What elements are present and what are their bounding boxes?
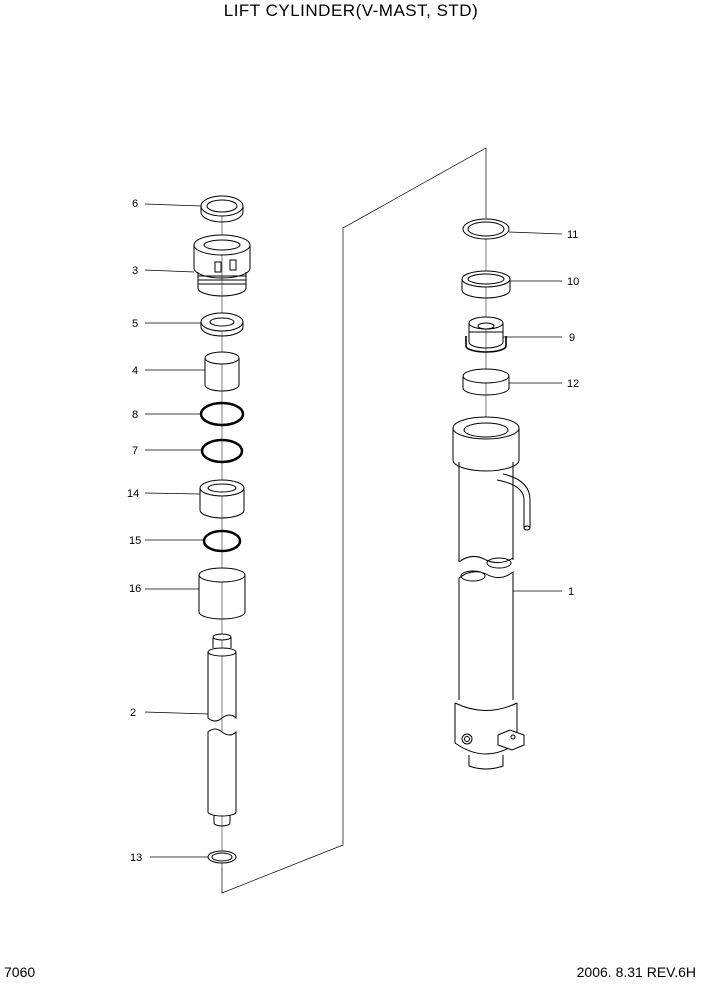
callout-2: 2 — [130, 707, 136, 719]
callout-13: 13 — [130, 852, 142, 864]
callout-10: 10 — [567, 276, 579, 288]
part-15-o-ring — [202, 529, 242, 553]
callout-16: 16 — [129, 583, 141, 595]
leader-3 — [144, 269, 195, 273]
callout-9: 9 — [569, 332, 575, 344]
part-4-bushing — [204, 351, 240, 392]
callout-6: 6 — [132, 198, 138, 210]
part-12-ring — [462, 368, 510, 396]
revision-stamp: 2006. 8.31 REV.6H — [576, 964, 696, 980]
part-13-snap-ring — [207, 850, 237, 864]
assembly-path-line — [221, 147, 487, 894]
callout-4: 4 — [132, 365, 138, 377]
part-1-cylinder-tube — [452, 416, 531, 770]
callout-7: 7 — [132, 445, 138, 457]
part-14-seal — [199, 479, 245, 519]
callout-8: 8 — [132, 409, 138, 421]
part-16-bushing — [198, 567, 246, 620]
callout-11: 11 — [567, 229, 578, 241]
callout-14: 14 — [127, 488, 139, 500]
diagram-title: LIFT CYLINDER(V-MAST, STD) — [223, 1, 479, 20]
callout-3: 3 — [132, 265, 138, 277]
page-number: 7060 — [4, 964, 36, 980]
leader-11 — [508, 231, 563, 235]
callout-12: 12 — [567, 378, 579, 390]
callout-1: 1 — [568, 586, 574, 598]
part-2-piston-rod — [207, 633, 237, 827]
part-9-piston — [465, 316, 507, 353]
part-11-ring — [462, 218, 510, 240]
callout-15: 15 — [129, 535, 141, 547]
part-10-bushing — [461, 270, 511, 299]
callout-5: 5 — [132, 318, 138, 330]
part-5-washer — [200, 312, 244, 337]
leader-6 — [144, 203, 202, 207]
leader-14 — [144, 492, 201, 495]
part-7-o-ring — [200, 438, 244, 464]
leader-2 — [144, 711, 209, 715]
part-3-gland — [193, 234, 251, 297]
